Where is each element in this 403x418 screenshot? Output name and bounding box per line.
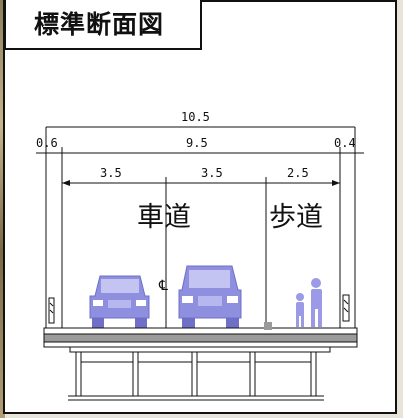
sidewalk-label: 歩道 — [269, 202, 323, 233]
railing-left-icon — [48, 297, 55, 324]
bridge-girders — [68, 346, 331, 401]
dimension-right-edge-label: 0.4 — [334, 136, 356, 150]
dimension-sidewalk-label: 2.5 — [287, 166, 309, 180]
railing-right-icon — [342, 294, 350, 322]
centerline-mark: ℄ — [158, 278, 168, 294]
section-boundaries — [45, 127, 356, 330]
page-title: 標準断面図 — [4, 0, 202, 50]
carriageway-label: 車道 — [137, 202, 191, 233]
dimension-total: 10.5 — [46, 110, 355, 128]
bridge-deck — [43, 322, 358, 348]
vehicle-truck-icon — [178, 265, 242, 328]
vehicle-car-icon — [89, 275, 150, 328]
dimension-row-2: 0.6 9.5 0.4 — [36, 136, 364, 159]
background-strip — [0, 0, 5, 418]
dimension-row-3: 3.5 3.5 2.5 — [62, 166, 340, 189]
dimension-left-edge-label: 0.6 — [36, 136, 58, 150]
dimension-inner-label: 9.5 — [186, 136, 208, 150]
dimension-lane1-label: 3.5 — [100, 166, 122, 180]
dimension-total-label: 10.5 — [181, 110, 210, 124]
pedestrian-icon — [296, 278, 322, 327]
dimension-lane2-label: 3.5 — [201, 166, 223, 180]
